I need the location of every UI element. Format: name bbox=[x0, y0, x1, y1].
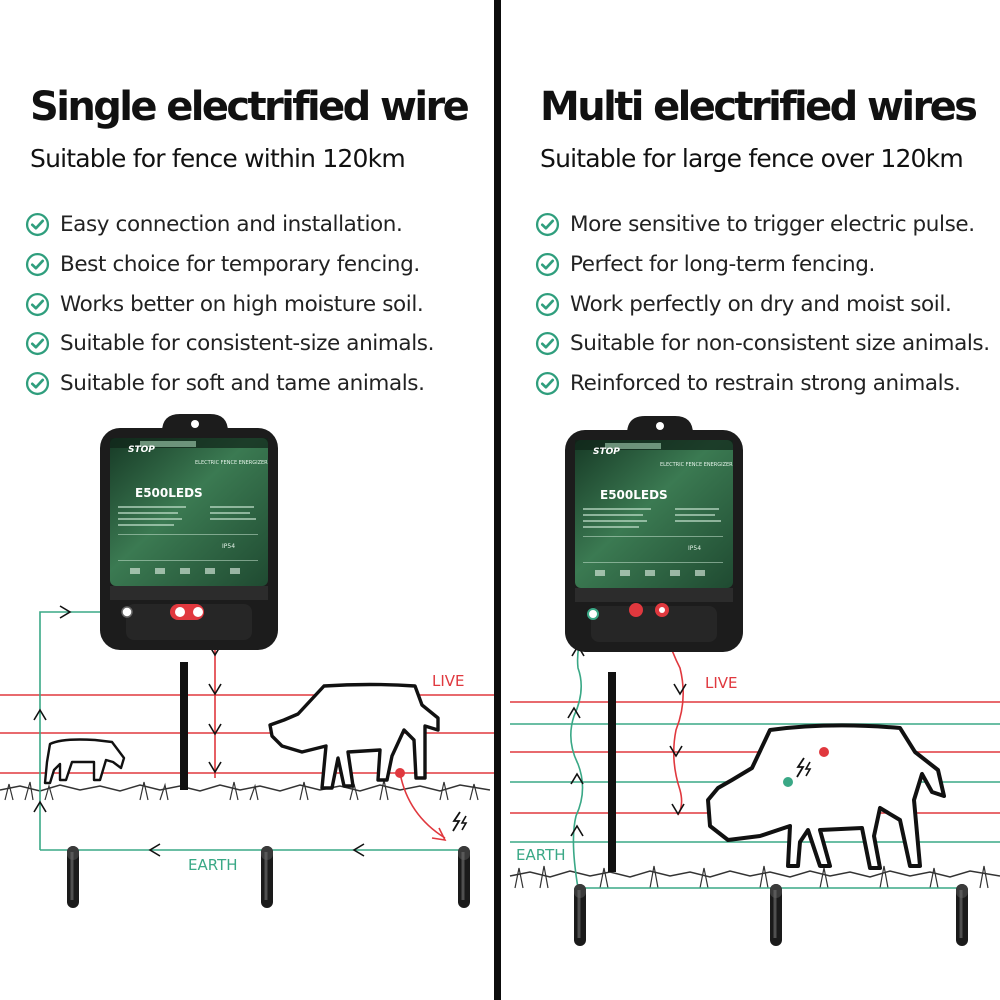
energizer-brand: STOP bbox=[593, 447, 620, 457]
feature-text: Perfect for long-term fencing. bbox=[570, 252, 875, 278]
feature-text: Best choice for temporary fencing. bbox=[60, 252, 420, 278]
check-circle-icon bbox=[25, 292, 50, 316]
check-circle-icon bbox=[25, 213, 50, 237]
left-panel: Single electrified wire Suitable for fen… bbox=[0, 0, 495, 1000]
left-subtitle: Suitable for fence within 120km bbox=[30, 144, 406, 173]
check-circle-icon bbox=[25, 372, 50, 396]
check-circle-icon bbox=[535, 372, 560, 396]
left-earth-label: EARTH bbox=[188, 856, 238, 874]
cow-icon bbox=[43, 738, 126, 785]
earth-stake-icon bbox=[261, 846, 273, 908]
energizer-heading: ELECTRIC FENCE ENERGIZER bbox=[195, 460, 268, 466]
earth-stake-icon bbox=[956, 884, 968, 946]
feature-item: Suitable for consistent-size animals. bbox=[25, 324, 434, 364]
fence-post-icon bbox=[608, 672, 616, 872]
feature-item: Works better on high moisture soil. bbox=[25, 284, 434, 324]
energizer-rating: IP54 bbox=[688, 545, 701, 552]
feature-item: Reinforced to restrain strong animals. bbox=[535, 364, 990, 404]
feature-text: Suitable for non-consistent size animals… bbox=[570, 331, 990, 357]
check-circle-icon bbox=[25, 252, 50, 277]
energizer-rating: IP54 bbox=[222, 543, 235, 550]
cow-icon bbox=[268, 682, 440, 790]
right-diagram: STOP E500LEDS ELECTRIC FENCE ENERGIZER I… bbox=[509, 416, 1000, 946]
feature-item: Perfect for long-term fencing. bbox=[535, 245, 990, 285]
left-diagram: STOP E500LEDS ELECTRIC FENCE ENERGIZER I… bbox=[0, 414, 494, 908]
feature-text: More sensitive to trigger electric pulse… bbox=[570, 212, 975, 238]
left-live-label: LIVE bbox=[432, 672, 465, 690]
left-feature-list: Easy connection and installation. Best c… bbox=[25, 205, 434, 403]
feature-item: Work perfectly on dry and moist soil. bbox=[535, 284, 990, 324]
energizer-model: E500LEDS bbox=[600, 488, 668, 502]
lightning-icon bbox=[452, 811, 467, 832]
grass bbox=[0, 784, 491, 792]
earth-stake-icon bbox=[458, 846, 470, 908]
check-circle-icon bbox=[535, 292, 560, 316]
right-live-label: LIVE bbox=[705, 674, 738, 692]
energizer-brand: STOP bbox=[128, 445, 155, 455]
check-circle-icon bbox=[535, 252, 560, 277]
feature-text: Reinforced to restrain strong animals. bbox=[570, 371, 961, 397]
feature-item: Suitable for non-consistent size animals… bbox=[535, 324, 990, 364]
grass bbox=[509, 870, 1000, 878]
feature-text: Suitable for soft and tame animals. bbox=[60, 371, 425, 397]
right-subtitle: Suitable for large fence over 120km bbox=[540, 144, 964, 173]
feature-item: Best choice for temporary fencing. bbox=[25, 245, 434, 285]
right-feature-list: More sensitive to trigger electric pulse… bbox=[535, 205, 990, 403]
energizer-model: E500LEDS bbox=[135, 486, 203, 500]
feature-item: Suitable for soft and tame animals. bbox=[25, 364, 434, 404]
right-panel: Multi electrified wires Suitable for lar… bbox=[505, 0, 1000, 1000]
earth-stake-icon bbox=[67, 846, 79, 908]
feature-text: Works better on high moisture soil. bbox=[60, 291, 424, 317]
check-circle-icon bbox=[535, 332, 560, 356]
feature-text: Easy connection and installation. bbox=[60, 212, 403, 238]
feature-item: Easy connection and installation. bbox=[25, 205, 434, 245]
right-earth-label: EARTH bbox=[516, 846, 566, 864]
left-title: Single electrified wire bbox=[30, 84, 470, 130]
check-circle-icon bbox=[25, 332, 50, 356]
check-circle-icon bbox=[535, 213, 560, 237]
fence-post-icon bbox=[180, 662, 188, 790]
energizer-heading: ELECTRIC FENCE ENERGIZER bbox=[660, 462, 733, 468]
right-title: Multi electrified wires bbox=[540, 84, 978, 130]
cow-icon bbox=[706, 723, 946, 870]
earth-stake-icon bbox=[770, 884, 782, 946]
feature-text: Suitable for consistent-size animals. bbox=[60, 331, 435, 357]
feature-item: More sensitive to trigger electric pulse… bbox=[535, 205, 990, 245]
feature-text: Work perfectly on dry and moist soil. bbox=[570, 291, 952, 317]
panel-divider bbox=[494, 0, 501, 1000]
earth-stake-icon bbox=[574, 884, 586, 946]
